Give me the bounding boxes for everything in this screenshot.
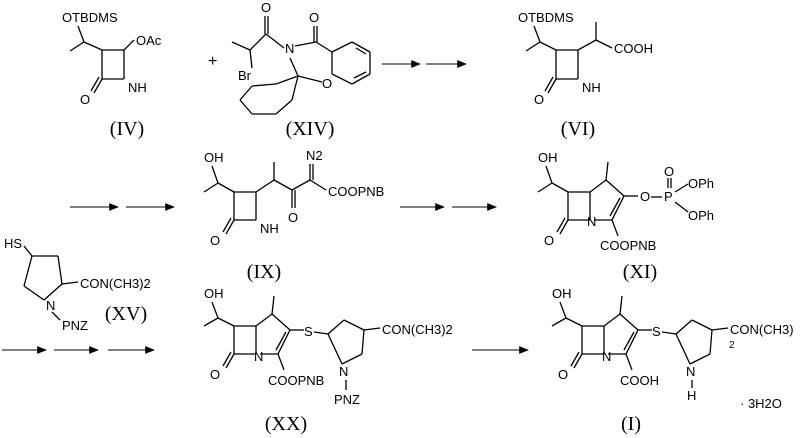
label-xi: (XI) — [623, 261, 657, 283]
p-oxo: O — [664, 164, 674, 179]
amide-group-xx: CON(CH3)2 — [382, 322, 453, 337]
amide-group-xv: CON(CH3)2 — [80, 276, 151, 291]
nh-group-ix: NH — [260, 221, 279, 236]
thiol-group: HS — [4, 236, 22, 251]
coopnb-group-xi: COOPNB — [600, 238, 656, 253]
diazo-group: N2 — [306, 148, 323, 163]
label-xx: (XX) — [265, 413, 307, 435]
compound-xv-structure: HS N CON(CH3)2 PNZ — [4, 236, 151, 333]
oh-group-ix: OH — [204, 150, 224, 165]
ether-o: O — [322, 76, 332, 91]
nh-group-vi: NH — [582, 80, 601, 95]
otbdms-group: OTBDMS — [62, 10, 118, 25]
lactam-o-xi: O — [544, 233, 554, 248]
pyrrolidine-n-xx: N — [339, 364, 348, 379]
oph-1: OPh — [688, 176, 714, 191]
compound-xx-structure: OH S CON(CH3)2 N PNZ N COOPNB O — [203, 286, 453, 407]
nh-group: NH — [128, 80, 147, 95]
pnz-group-xx: PNZ — [334, 392, 360, 407]
compound-xi-structure: OH COOPNB N O P O OPh OPh O — [537, 150, 714, 253]
hydrate-label: · 3H2O — [740, 396, 782, 411]
label-xiv: (XIV) — [286, 118, 335, 140]
amide-n: N — [285, 41, 294, 56]
compound-xiv-structure: O O Br N O — [231, 0, 371, 115]
plus-sign: + — [208, 53, 217, 70]
phosphate-o: O — [640, 189, 650, 204]
oh-group-xx: OH — [204, 286, 224, 301]
carbonyl-o: O — [80, 92, 90, 107]
carbonyl-o-vi: O — [534, 92, 544, 107]
oh-group-i: OH — [552, 286, 572, 301]
ketone-o-ix: O — [288, 210, 298, 225]
bromo-group: Br — [238, 68, 252, 83]
pyrrolidine-n-i: N — [686, 364, 695, 379]
phosphorus: P — [664, 189, 673, 204]
oph-2: OPh — [688, 208, 714, 223]
compound-vi-structure: OTBDMS COOH NH O — [518, 10, 653, 107]
coopnb-group-xx: COOPNB — [268, 373, 324, 388]
label-xv: (XV) — [105, 303, 147, 325]
label-ix: (IX) — [247, 261, 281, 283]
ring-n-xi: N — [587, 214, 596, 229]
label-i: (I) — [621, 413, 641, 435]
label-vi: (VI) — [561, 118, 595, 140]
thioether-s-i: S — [652, 324, 661, 339]
lactam-o-ix: O — [210, 233, 220, 248]
lactam-o-i: O — [558, 367, 568, 382]
ring-n-xx: N — [254, 349, 263, 364]
cooh-group-i: COOH — [620, 373, 659, 388]
cooh-group: COOH — [614, 41, 653, 56]
coopnb-group-ix: COOPNB — [328, 184, 384, 199]
amide-group-i: CON(CH3) — [730, 322, 794, 337]
oac-group: OAc — [136, 33, 162, 48]
compound-iv-structure: OTBDMS OAc NH O — [62, 10, 162, 107]
pyrrolidine-h-i: H — [687, 388, 696, 403]
ketone-o: O — [309, 10, 319, 25]
lactam-o-xx: O — [210, 367, 220, 382]
compound-ix-structure: OH O N2 COOPNB NH O — [203, 148, 384, 248]
compound-i-structure: OH S CON(CH3) 2 N H N COOH O · 3H2O — [551, 286, 794, 411]
label-iv: (IV) — [110, 118, 144, 140]
ring-n-xv: N — [46, 298, 55, 313]
thioether-s-xx: S — [304, 324, 313, 339]
oh-group-xi: OH — [538, 150, 558, 165]
otbdms-group-vi: OTBDMS — [518, 10, 574, 25]
pnz-group-xv: PNZ — [62, 318, 88, 333]
amide-o: O — [261, 0, 271, 15]
amide-subscript-i: 2 — [729, 340, 735, 351]
ring-n-i: N — [602, 349, 611, 364]
